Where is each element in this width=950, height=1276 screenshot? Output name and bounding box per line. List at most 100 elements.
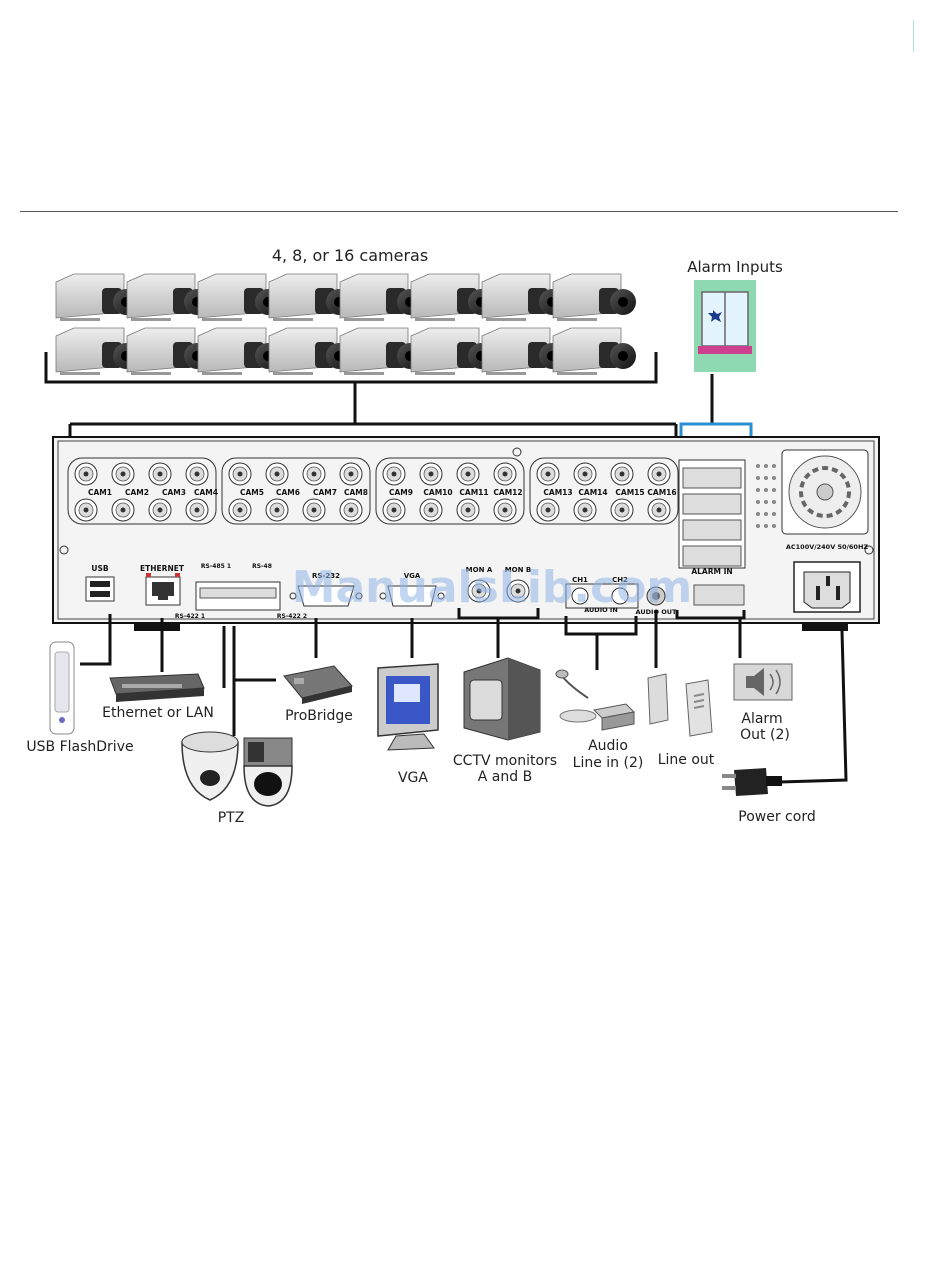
vga-monitor-icon: [377, 663, 439, 751]
alarm-inputs-label: Alarm Inputs: [687, 258, 783, 276]
alarm-siren-icon: [733, 663, 793, 701]
alarm-out-label-1: Alarm: [741, 711, 782, 727]
ethernet-port-label: ETHERNET: [140, 564, 185, 573]
vga-label: VGA: [398, 770, 428, 786]
audio-line-in-label-1: Audio: [588, 738, 628, 754]
camera-icon: [268, 327, 353, 376]
camera-row-top: [55, 273, 637, 322]
cam-label: CAM8: [344, 488, 368, 497]
alarm-input-bracket: [679, 422, 753, 444]
audio-line-in-label-2: Line in (2): [573, 755, 644, 771]
camera-icon: [339, 327, 424, 376]
ethernet-or-lan-label: Ethernet or LAN: [102, 705, 214, 721]
ethernet-switch-icon: [109, 673, 205, 702]
camera-icon: [481, 327, 566, 376]
camera-bracket: [44, 352, 678, 440]
camera-icon: [410, 327, 495, 376]
cam-label: CAM2: [125, 488, 149, 497]
camera-icon: [55, 327, 140, 376]
cam-label: CAM13: [543, 488, 572, 497]
camera-icon: [481, 273, 566, 322]
rs422-2-label: RS-422 2: [277, 613, 307, 620]
cam-label: CAM6: [276, 488, 300, 497]
panel-foot: [134, 623, 180, 631]
camera-row-bottom: [55, 327, 637, 376]
cam-label: CAM15: [615, 488, 644, 497]
alarm-out-label-2: Out (2): [740, 727, 790, 743]
alarm-terminal-block: ALARM IN: [678, 459, 746, 606]
cameras-label: 4, 8, or 16 cameras: [272, 246, 428, 265]
usb-flashdrive-label: USB FlashDrive: [26, 739, 133, 755]
rs422-1-label: RS-422 1: [175, 613, 205, 620]
power-socket-icon: [793, 561, 861, 613]
cam-label: CAM7: [313, 488, 337, 497]
rs485-terminal-block: [195, 581, 281, 611]
audio-ch2-label: CH2: [612, 576, 628, 584]
cam-label: CAM10: [423, 488, 452, 497]
panel-foot: [802, 623, 848, 631]
cctv-monitor-icon: [463, 657, 541, 741]
camera-icon: [552, 273, 637, 322]
audio-ch1-label: CH1: [572, 576, 588, 584]
connection-lines: [80, 608, 848, 784]
line-out-label: Line out: [658, 752, 715, 768]
camera-icon: [410, 273, 495, 322]
audio-in-label: AUDIO IN: [584, 606, 618, 614]
ptz-speed-dome-icon: [243, 737, 293, 807]
power-plug-icon: [722, 768, 782, 796]
camera-icon: [197, 327, 282, 376]
page-corner-mark: [913, 20, 914, 52]
usb-port-icon: [85, 576, 115, 602]
camera-input-group-3: [375, 457, 525, 525]
cctv-monitors-label-1: CCTV monitors: [453, 753, 557, 769]
microphone-icon: [555, 669, 597, 723]
cctv-monitors-label-2: A and B: [478, 769, 532, 785]
cam-label: CAM12: [493, 488, 522, 497]
dvr-connection-diagram: 4, 8, or 16 cameras Alarm Inputs: [26, 246, 880, 826]
ptz-dome-camera-icon: [181, 731, 239, 801]
cam-label: CAM11: [459, 488, 488, 497]
camera-icon: [339, 273, 424, 322]
mon-b-label: MON B: [505, 566, 532, 574]
fan-grille-icon: [781, 449, 869, 535]
camera-input-group-1: [67, 457, 217, 525]
ethernet-port-icon: [145, 573, 181, 606]
cam-label: CAM3: [162, 488, 186, 497]
probridge-icon: [283, 665, 353, 704]
watermark: ManualsLib.com: [292, 562, 693, 613]
camera-icon: [552, 327, 637, 376]
ptz-label: PTZ: [218, 810, 245, 826]
speakers-icon: [647, 673, 713, 737]
rs232-label: RS-232: [312, 572, 340, 580]
camera-icon: [126, 273, 211, 322]
camera-input-group-2: [221, 457, 371, 525]
cam-label: CAM1: [88, 488, 112, 497]
vga-port-icon: [379, 585, 445, 607]
camera-icon: [126, 327, 211, 376]
usb-port-label: USB: [91, 564, 108, 573]
rs485-2-label: RS-48: [252, 563, 272, 570]
camera-icon: [268, 273, 353, 322]
alarm-window-icon: [694, 280, 756, 372]
cam-label: CAM4: [194, 488, 218, 497]
cam-label: CAM9: [389, 488, 413, 497]
vga-port-label: VGA: [404, 572, 421, 580]
cam-label: CAM14: [578, 488, 607, 497]
camera-input-group-4: [529, 457, 679, 525]
cam-labels: CAM1 CAM2 CAM3 CAM4 CAM5 CAM6 CAM7 CAM8 …: [88, 488, 677, 497]
mon-a-label: MON A: [466, 566, 493, 574]
cam-label: CAM5: [240, 488, 264, 497]
audio-in-jacks: [565, 583, 639, 609]
camera-icon: [197, 273, 282, 322]
header-rule: [20, 211, 898, 212]
alarm-in-label: ALARM IN: [691, 567, 732, 576]
audio-mixer-icon: [592, 703, 636, 731]
power-rating-label: AC100V/240V 50/60HZ: [786, 543, 869, 551]
rs232-port-icon: [289, 585, 363, 607]
rs485-1-label: RS-485 1: [201, 563, 231, 570]
cam-label: CAM16: [647, 488, 676, 497]
probridge-label: ProBridge: [285, 708, 353, 724]
audio-out-jack: [646, 586, 666, 606]
camera-icon: [55, 273, 140, 322]
usb-flashdrive-icon: [49, 641, 75, 735]
